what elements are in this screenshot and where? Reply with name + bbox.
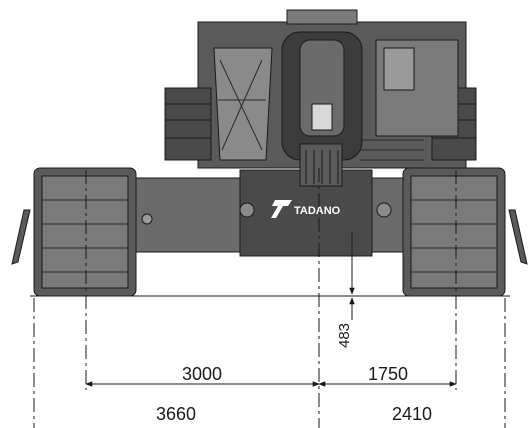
right-crawler-track <box>402 167 528 297</box>
track-gauge-right-value: 1750 <box>368 364 408 384</box>
overall-width-dimension: 3660 2410 <box>156 404 432 424</box>
centerlines <box>85 168 457 428</box>
ground-clearance-dimension: 483 <box>336 232 366 348</box>
carbody <box>127 143 421 257</box>
track-gauge-dimension: 3000 1750 <box>85 364 457 387</box>
overall-width-left-value: 3660 <box>156 404 196 424</box>
track-gauge-left-value: 3000 <box>182 364 222 384</box>
overall-width-right-value: 2410 <box>392 404 432 424</box>
ground-clearance-value: 483 <box>336 323 353 348</box>
tadano-logo-icon <box>271 200 292 218</box>
brand-name: TADANO <box>294 205 341 217</box>
upper-superstructure <box>164 9 477 169</box>
extension-lines <box>33 298 506 428</box>
left-crawler-track <box>11 167 137 297</box>
